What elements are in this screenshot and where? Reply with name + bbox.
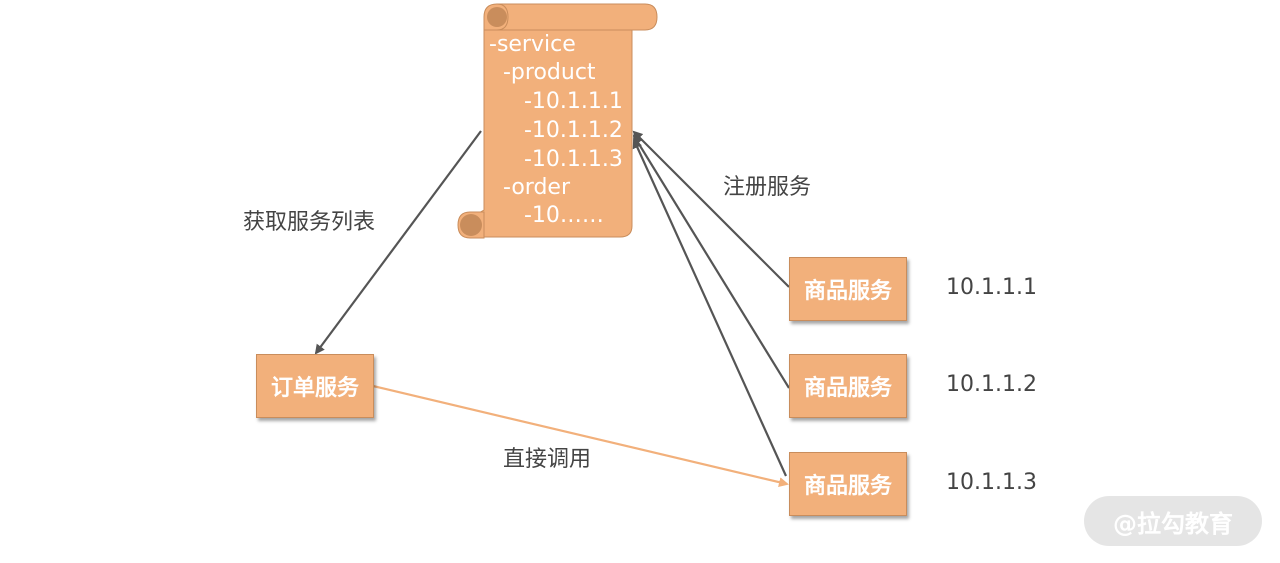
fetch-list-arrow — [314, 130, 482, 355]
registry-line-ip-1: -10.1.1.1 — [489, 89, 623, 114]
registry-line-order-ip: -10…… — [489, 203, 604, 228]
order-service-box: 订单服务 — [256, 354, 374, 418]
product-service-ip-3: 10.1.1.3 — [946, 470, 1037, 495]
register-label: 注册服务 — [723, 175, 812, 200]
registry-line-ip-3: -10.1.1.3 — [489, 147, 623, 172]
direct-call-arrow — [372, 384, 789, 488]
scroll-bottom-curl-dot — [460, 214, 482, 236]
product-service-label-2: 商品服务 — [803, 376, 892, 401]
product-service-box-1: 商品服务 — [789, 257, 907, 321]
register-arrow-2 — [632, 134, 790, 389]
watermark-badge: @拉勾教育 — [1084, 496, 1262, 546]
product-service-ip-2: 10.1.1.2 — [946, 372, 1037, 397]
product-service-box-2: 商品服务 — [789, 354, 907, 418]
scroll-top-curl-dot — [487, 7, 507, 27]
register-arrow-1 — [632, 130, 790, 288]
registry-line-product: -product — [489, 60, 596, 85]
registry-line-ip-2: -10.1.1.2 — [489, 118, 623, 143]
product-service-label-3: 商品服务 — [803, 474, 892, 499]
registry-line-order: -order — [489, 175, 571, 200]
fetch-list-label: 获取服务列表 — [243, 210, 376, 235]
product-service-label-1: 商品服务 — [803, 279, 892, 304]
direct-call-label: 直接调用 — [503, 447, 592, 472]
registry-line-service: -service — [489, 32, 576, 57]
product-service-ip-1: 10.1.1.1 — [946, 275, 1037, 300]
scroll-top-roll — [496, 3, 658, 31]
order-service-label: 订单服务 — [270, 376, 359, 401]
register-arrow-3 — [632, 138, 788, 477]
product-service-box-3: 商品服务 — [789, 452, 907, 516]
watermark-text: @拉勾教育 — [1113, 509, 1233, 538]
registry-scroll: -service -product -10.1.1.1 -10.1.1.2 -1… — [457, 3, 658, 239]
